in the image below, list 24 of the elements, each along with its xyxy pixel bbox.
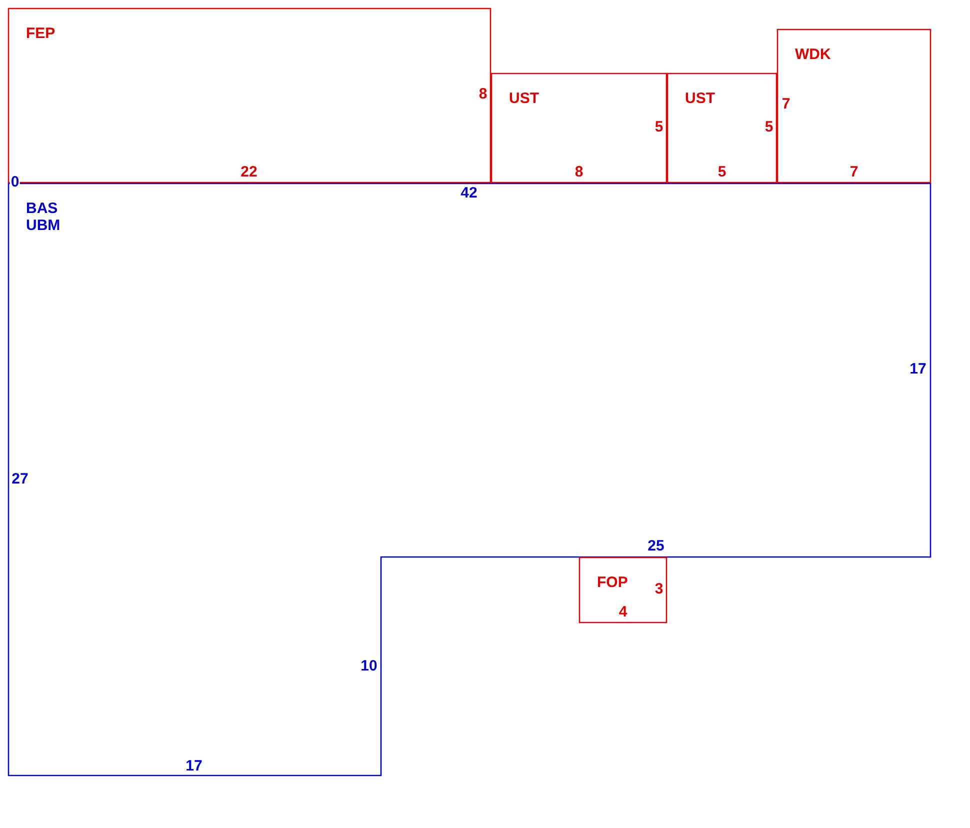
dimension-label: 25 [646, 538, 666, 554]
dimension-label: 22 [240, 164, 258, 180]
room-name: WDK [795, 46, 831, 63]
dimension-label: 42 [460, 186, 478, 200]
dimension-label: 10 [360, 658, 378, 674]
room-name: FOP [597, 574, 628, 591]
dimension-label: 5 [716, 164, 728, 180]
dimension-label: 0 [10, 174, 20, 190]
dimension-label: 17 [908, 362, 928, 376]
room-name: BAS [26, 200, 58, 217]
dimension-label: 3 [654, 582, 664, 596]
dimension-label: 27 [10, 472, 30, 486]
dimension-label: 5 [764, 120, 774, 134]
room-name: FEP [26, 25, 56, 42]
dimension-label: 17 [184, 758, 204, 774]
dimension-label: 7 [780, 96, 792, 112]
dimension-label: 4 [618, 604, 628, 620]
room-name: UST [509, 90, 539, 107]
dimension-label: 7 [848, 164, 860, 180]
dimension-label: 8 [574, 164, 584, 180]
room-name: UST [685, 90, 715, 107]
dimension-label: 8 [478, 86, 488, 102]
room-name: UBM [26, 217, 60, 234]
dimension-label: 5 [654, 120, 664, 134]
